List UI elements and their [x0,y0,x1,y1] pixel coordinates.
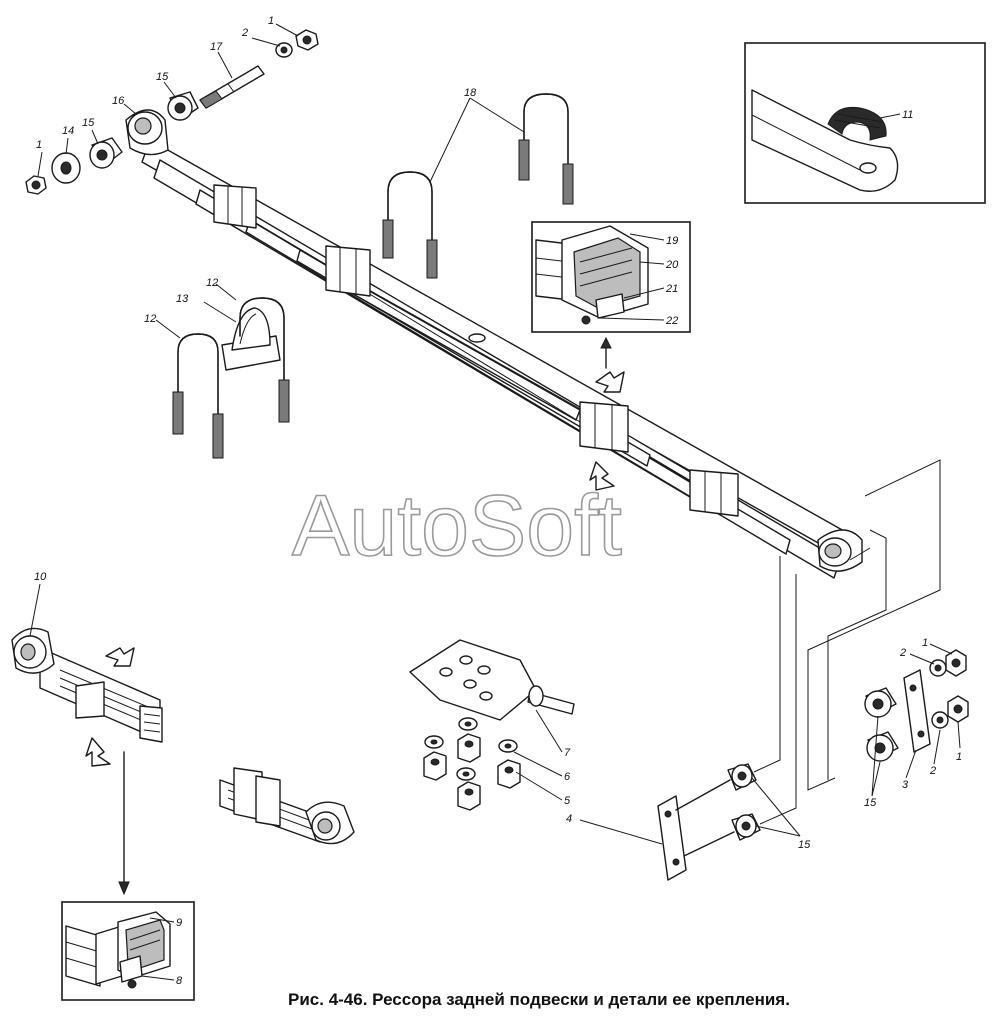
callout-12: 12 [206,277,218,289]
callout-17: 17 [210,41,223,53]
callout-15: 15 [798,839,811,851]
nut-icon [497,759,521,789]
nut-icon [25,175,47,195]
callout-7: 7 [564,747,571,759]
bracket-7 [409,639,575,721]
washer-icon [458,717,478,731]
callout-2: 2 [241,27,248,39]
callout-22: 22 [665,315,678,327]
nut-icon [423,751,447,781]
washer-icon [456,767,476,781]
arrow-up-icon [600,336,612,369]
assembly-lines [753,459,941,825]
u-bolt-18-right [518,93,574,205]
callout-15: 15 [82,117,95,129]
nut-icon [947,695,969,723]
callout-9: 9 [176,917,182,929]
callout-6: 6 [564,771,571,783]
shackle-plate-4 [657,763,761,881]
direction-arrow-icon [105,647,135,667]
figure-caption: Рис. 4-46. Рессора задней подвески и дет… [288,990,790,1009]
arrow-down-icon [118,751,130,896]
u-bolt-12-left [172,333,224,459]
callout-5: 5 [564,795,571,807]
callout-20: 20 [665,259,679,271]
callout-2: 2 [929,765,936,777]
fastener-set [423,717,521,811]
inset-detail-11 [744,42,986,204]
washer-icon [929,659,947,677]
callout-19: 19 [666,235,678,247]
rubber-bushing-icon [866,731,899,762]
callout-3: 3 [902,779,909,791]
spring-clamp [579,401,629,453]
callout-4: 4 [566,813,572,825]
inset-detail-19-22 [531,221,691,333]
washer-icon [275,42,293,58]
callout-13: 13 [176,293,189,305]
washer-icon [931,711,949,729]
nut-icon [945,649,967,677]
direction-arrow-icon [589,461,615,491]
callout-1: 1 [922,637,928,649]
rubber-bushing-icon [727,763,757,791]
washer-icon [498,739,518,753]
direction-arrow-icon [595,371,625,393]
callout-2: 2 [899,647,906,659]
callout-1: 1 [36,139,42,151]
spring-clamp [689,469,739,517]
nut-icon [457,781,481,811]
nut-icon [457,733,481,763]
rubber-bushing-icon [864,687,897,718]
u-bolt-12-right [239,297,290,423]
spring-clamp [213,184,257,229]
callout-10: 10 [34,571,47,583]
shackle-plate-3 [864,649,969,762]
bump-stop [221,307,281,371]
nut-icon [295,29,319,51]
leaf-spring-assembly [125,109,863,579]
washer-icon [424,735,444,749]
callout-1: 1 [268,15,274,27]
callout-15: 15 [864,797,877,809]
callout-1: 1 [956,751,962,763]
spring-end-detail [11,627,163,743]
callout-15: 15 [156,71,169,83]
rubber-bushing-icon [167,91,199,121]
watermark: AutoSoft [292,478,622,574]
inset-detail-8-9 [61,901,195,1001]
spring-eye-rear [817,529,863,572]
spring-eye-front [125,109,169,156]
front-eye-hardware [25,29,319,195]
callout-21: 21 [665,283,678,295]
callout-18: 18 [464,87,477,99]
direction-arrow-icon [85,737,111,767]
callout-11: 11 [902,109,913,121]
callout-14: 14 [62,125,74,137]
spring-pin-icon [199,65,265,109]
washer-icon [51,152,81,184]
u-bolt-18-left [382,171,438,279]
spring-clamp [325,245,371,297]
callout-12: 12 [144,313,156,325]
callout-16: 16 [112,95,125,107]
callout-8: 8 [176,975,183,987]
rubber-bushing-icon [89,137,123,169]
spring-end-detail [219,767,355,845]
leader-lines [29,23,961,981]
callouts: 1 14 15 16 15 17 2 1 18 12 13 12 11 19 2… [34,15,962,987]
rubber-bushing-icon [731,813,761,841]
